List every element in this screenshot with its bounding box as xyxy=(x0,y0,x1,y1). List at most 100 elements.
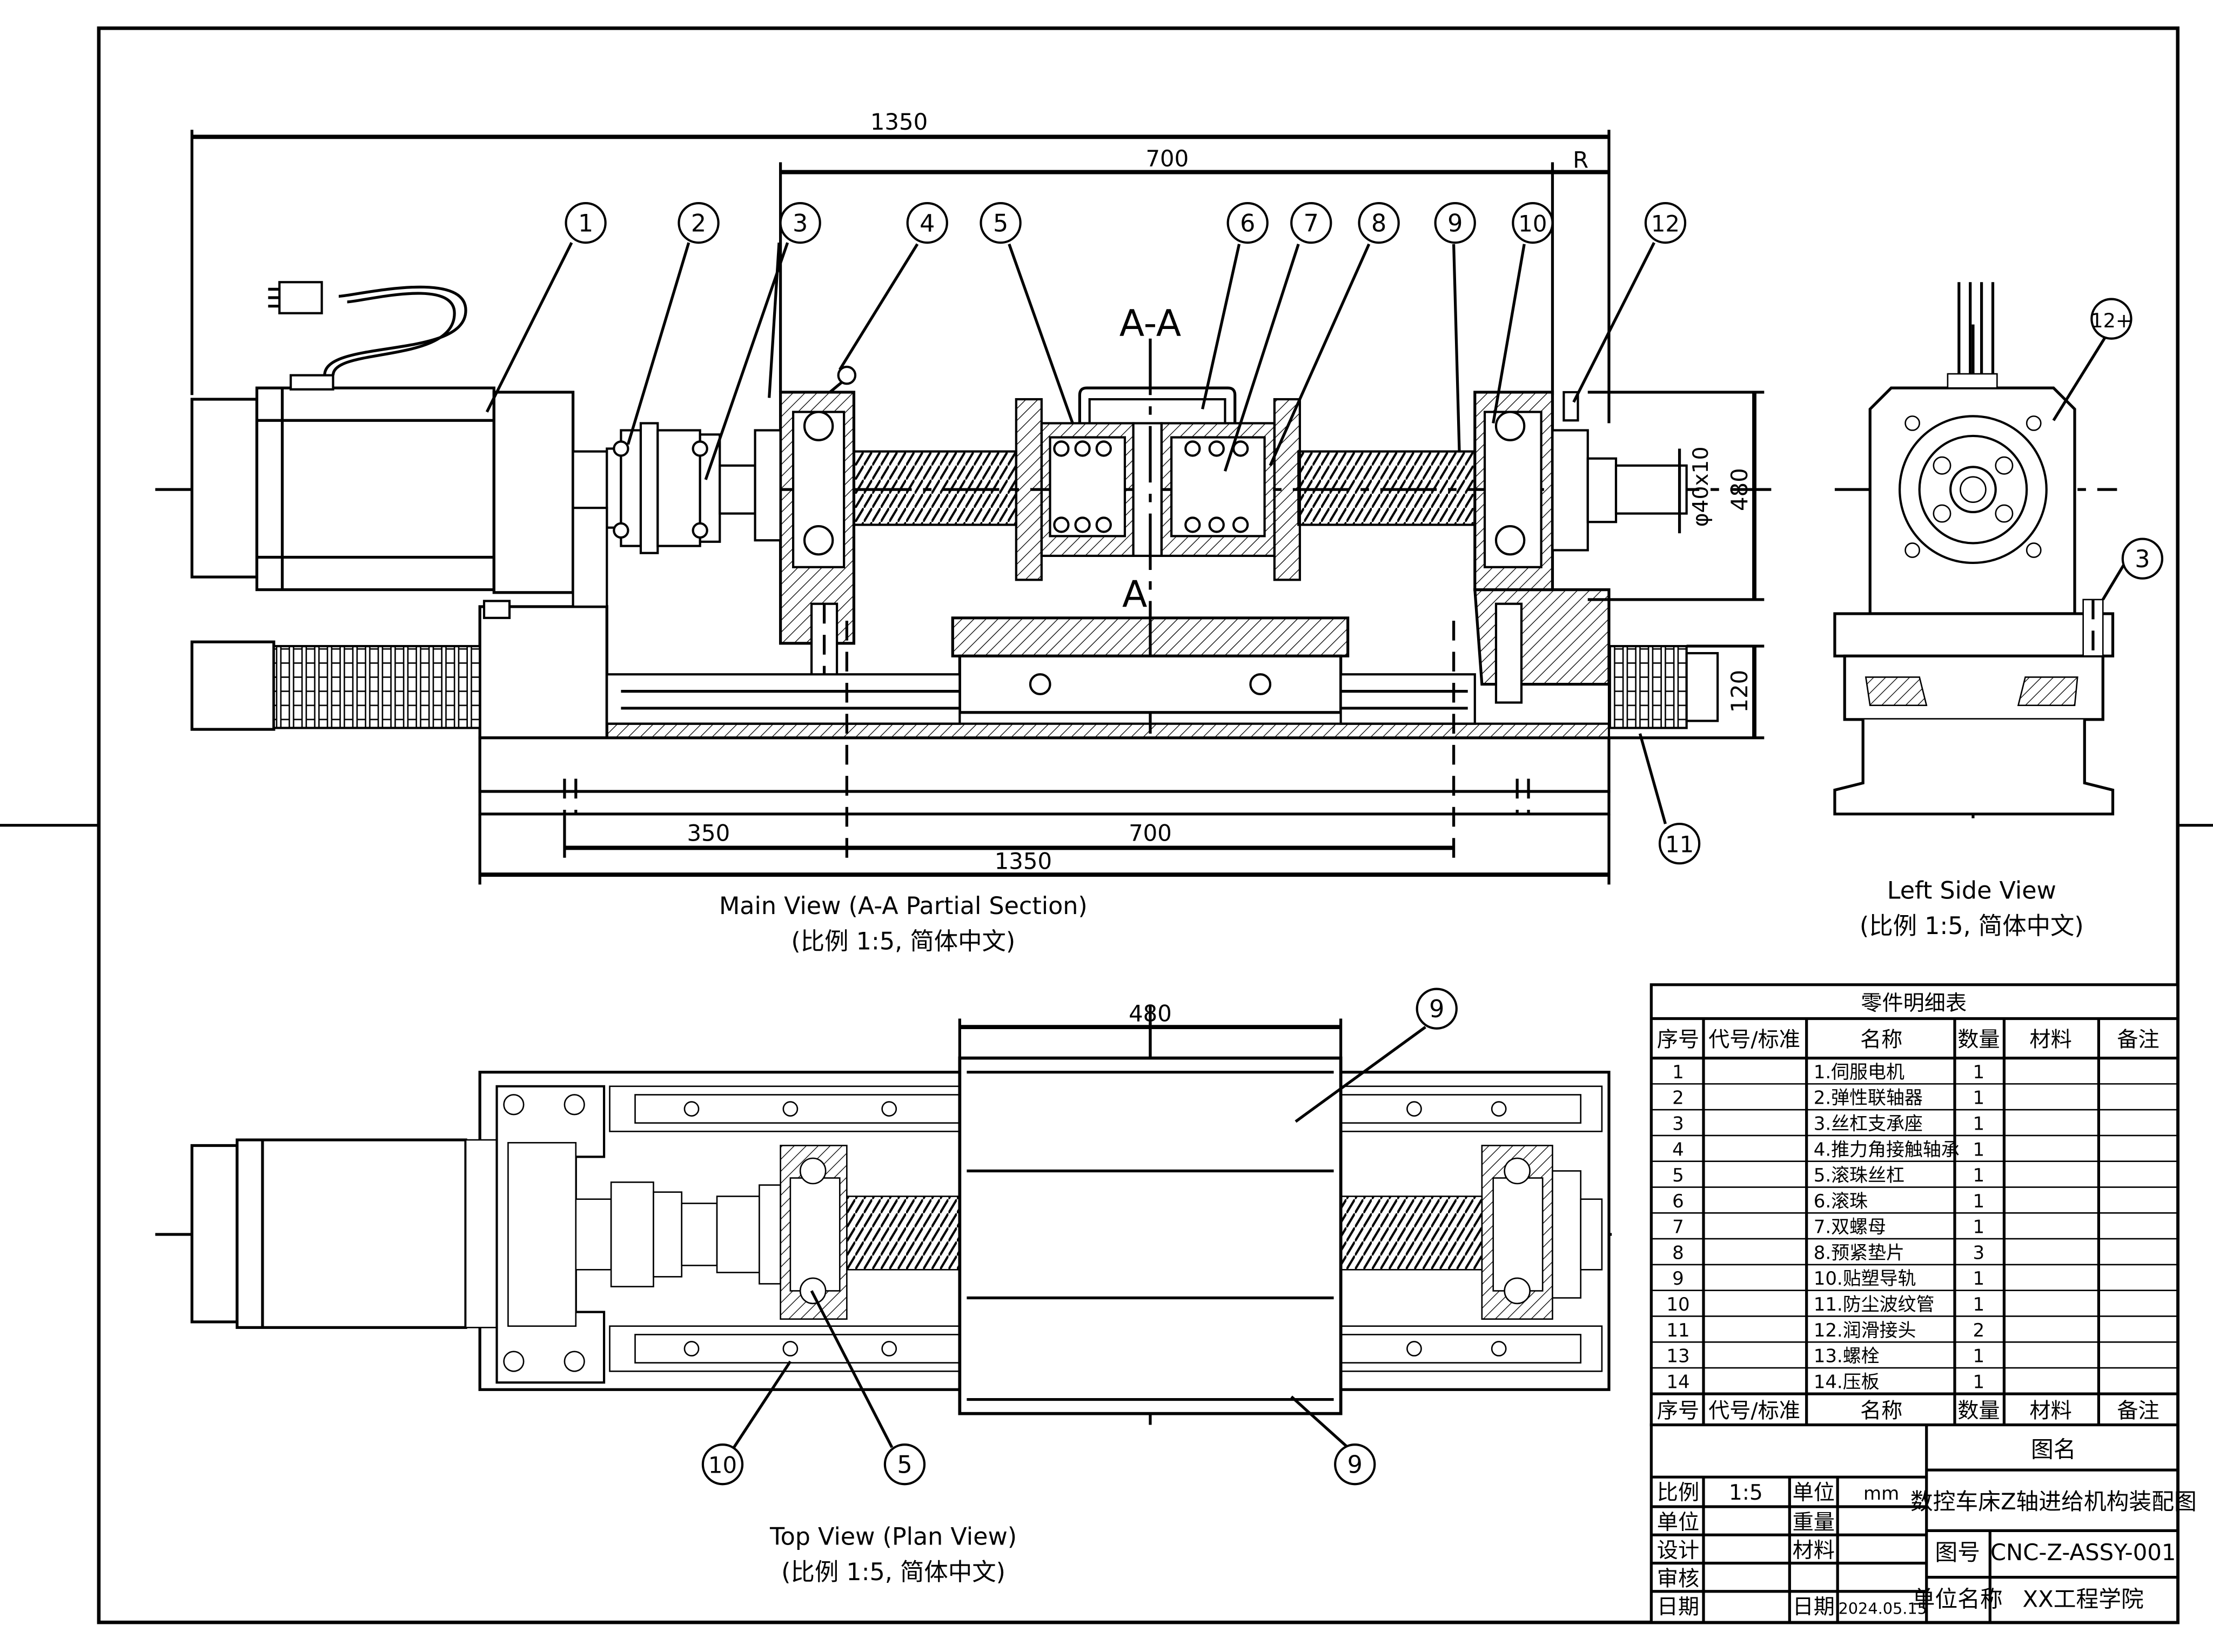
bom-row-qty: 1 xyxy=(1973,1087,1985,1109)
bom-row-no: 6 xyxy=(1672,1191,1684,1212)
bellows-end-left xyxy=(190,640,276,731)
top-view xyxy=(155,988,1624,1486)
ball-screw-right xyxy=(1297,450,1476,526)
drawing-name: 数控车床Z轴进给机构装配图 xyxy=(1910,1488,2197,1515)
bom-row-name: 5.滚珠丝杠 xyxy=(1814,1165,1904,1186)
main-view xyxy=(155,130,1772,885)
bom-table xyxy=(1649,983,2180,1427)
title-block xyxy=(1649,1423,2180,1624)
date-label-right: 日期 xyxy=(1793,1595,1835,1619)
scale-label: 比例 xyxy=(1657,1481,1699,1505)
bellows-left xyxy=(272,644,481,729)
section-label-top: A-A xyxy=(1119,303,1181,345)
bom-header-remark: 备注 xyxy=(2117,1028,2159,1052)
bom-footer-remark: 备注 xyxy=(2117,1399,2159,1423)
bom-row-name: 14.压板 xyxy=(1814,1371,1880,1393)
bom-row-no: 4 xyxy=(1672,1139,1684,1160)
bom-row-name: 2.弹性联轴器 xyxy=(1814,1087,1923,1109)
main-view-caption: Main View (A-A Partial Section) xyxy=(719,892,1088,920)
bom-row-qty: 1 xyxy=(1973,1062,1985,1083)
bom-row-no: 3 xyxy=(1672,1113,1684,1135)
check-label: 审核 xyxy=(1657,1567,1699,1591)
balloon-9-plan-top: 9 xyxy=(1429,996,1444,1023)
bom-header-no: 序号 xyxy=(1657,1028,1699,1052)
ball-screw xyxy=(853,450,1017,526)
bom-header-name: 名称 xyxy=(1860,1028,1902,1052)
dim-bottom-mid: 700 xyxy=(1129,820,1172,846)
balloon-3: 3 xyxy=(793,210,808,237)
unit-label: 单位 xyxy=(1793,1481,1835,1505)
org-name: XX工程学院 xyxy=(2023,1586,2144,1612)
main-view-scale: (比例 1:5, 简体中文) xyxy=(791,928,1015,956)
drawing-name-label: 图名 xyxy=(2031,1436,2076,1463)
balloon-3-side: 3 xyxy=(2135,546,2150,573)
material-label: 材料 xyxy=(1793,1539,1835,1563)
balloon-1: 1 xyxy=(578,210,593,237)
balloon-5: 5 xyxy=(993,210,1008,237)
balloon-6: 6 xyxy=(1240,210,1255,237)
side-view-caption: Left Side View xyxy=(1887,877,2056,904)
bom-row-name: 10.贴塑导轨 xyxy=(1814,1268,1916,1290)
date-label-left: 日期 xyxy=(1657,1595,1699,1619)
balloon-4: 4 xyxy=(920,210,935,237)
bom-row-qty: 3 xyxy=(1973,1242,1985,1264)
drawing-frame xyxy=(0,26,2213,1624)
bellows-right xyxy=(1607,644,1688,729)
dim-rail-height: 120 xyxy=(1726,670,1753,713)
bom-row-no: 13 xyxy=(1666,1346,1689,1367)
date-value: 2024.05.15 xyxy=(1839,1599,1927,1617)
bom-footer-material: 材料 xyxy=(2029,1399,2071,1423)
bom-row-no: 11 xyxy=(1666,1320,1689,1341)
bom-row-name: 7.双螺母 xyxy=(1814,1217,1886,1238)
side-view-scale: (比例 1:5, 简体中文) xyxy=(1860,912,2084,940)
balloon-7: 7 xyxy=(1304,210,1319,237)
drawing-no: CNC-Z-ASSY-001 xyxy=(1990,1539,2176,1566)
bom-row-qty: 1 xyxy=(1973,1191,1985,1212)
bom-row-qty: 1 xyxy=(1973,1217,1985,1238)
bom-row-qty: 1 xyxy=(1973,1346,1985,1367)
bom-footer-code: 代号/标准 xyxy=(1708,1399,1800,1423)
bom-row-name: 6.滚珠 xyxy=(1814,1191,1868,1212)
bom-row-qty: 2 xyxy=(1973,1320,1985,1341)
balloon-10-plan: 10 xyxy=(708,1452,737,1478)
left-support-block xyxy=(754,365,857,704)
right-support-block xyxy=(1473,391,1688,704)
bom-row-qty: 1 xyxy=(1973,1371,1985,1393)
dim-height: 480 xyxy=(1726,468,1753,511)
bom-row-no: 7 xyxy=(1672,1217,1684,1238)
top-view-caption: Top View (Plan View) xyxy=(769,1523,1017,1551)
bom-row-qty: 1 xyxy=(1973,1165,1985,1186)
bom-row-no: 5 xyxy=(1672,1165,1684,1186)
org-label: 单位名称 xyxy=(1913,1586,2003,1612)
bom-row-qty: 1 xyxy=(1973,1139,1985,1160)
balloon-11: 11 xyxy=(1665,831,1694,857)
bom-footer-qty: 数量 xyxy=(1957,1399,2000,1423)
balloon-12plus: 12+ xyxy=(2090,309,2132,332)
bom-row-name: 3.丝杠支承座 xyxy=(1814,1113,1923,1135)
dim-bottom-left: 350 xyxy=(687,820,730,846)
balloon-5-plan: 5 xyxy=(897,1451,912,1479)
bom-title: 零件明细表 xyxy=(1861,991,1967,1016)
bom-footer-no: 序号 xyxy=(1657,1399,1699,1423)
bom-header-qty: 数量 xyxy=(1957,1028,2000,1052)
dimension-lines xyxy=(190,130,1765,885)
bom-row-name: 8.预紧垫片 xyxy=(1814,1242,1904,1264)
bed xyxy=(478,507,1611,816)
bom-header: 序号 代号/标准 名称 数量 材料 备注 xyxy=(1657,1028,2160,1052)
section-label-bottom: A xyxy=(1122,573,1147,616)
bom-row-name: 4.推力角接触轴承 xyxy=(1814,1139,1960,1160)
bom-footer: 序号 代号/标准 名称 数量 材料 备注 xyxy=(1657,1399,2160,1423)
saddle xyxy=(951,616,1350,714)
weight-label: 重量 xyxy=(1793,1510,1835,1535)
servo-motor xyxy=(190,281,608,594)
balloon-8: 8 xyxy=(1371,210,1386,237)
balloon-9: 9 xyxy=(1447,210,1463,237)
bom-row-no: 2 xyxy=(1672,1087,1684,1109)
bom-footer-name: 名称 xyxy=(1860,1399,1902,1423)
double-nut xyxy=(1015,386,1301,581)
design-label: 设计 xyxy=(1657,1539,1699,1563)
bom-row-no: 9 xyxy=(1672,1268,1684,1290)
coupling xyxy=(606,422,756,554)
